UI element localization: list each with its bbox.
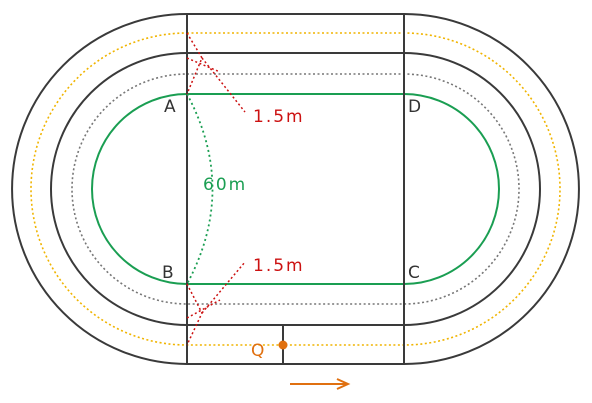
right-arrow-icon bbox=[290, 378, 351, 390]
label-c: C bbox=[408, 263, 420, 283]
outer-track-boundary bbox=[11, 13, 580, 365]
outer-dotted-lane bbox=[30, 32, 561, 346]
point-q-marker bbox=[278, 340, 288, 350]
label-b: B bbox=[162, 263, 174, 283]
label-q: Q bbox=[251, 341, 264, 361]
measure-lines-bottom bbox=[186, 261, 246, 346]
label-a: A bbox=[164, 97, 176, 117]
measure-lines-top bbox=[186, 32, 246, 113]
label-distance-top: 1.5m bbox=[253, 107, 305, 127]
radius-arc-ab bbox=[186, 93, 214, 285]
label-distance-bottom: 1.5m bbox=[253, 256, 305, 276]
label-d: D bbox=[408, 97, 421, 117]
label-radius: 60m bbox=[203, 175, 247, 195]
